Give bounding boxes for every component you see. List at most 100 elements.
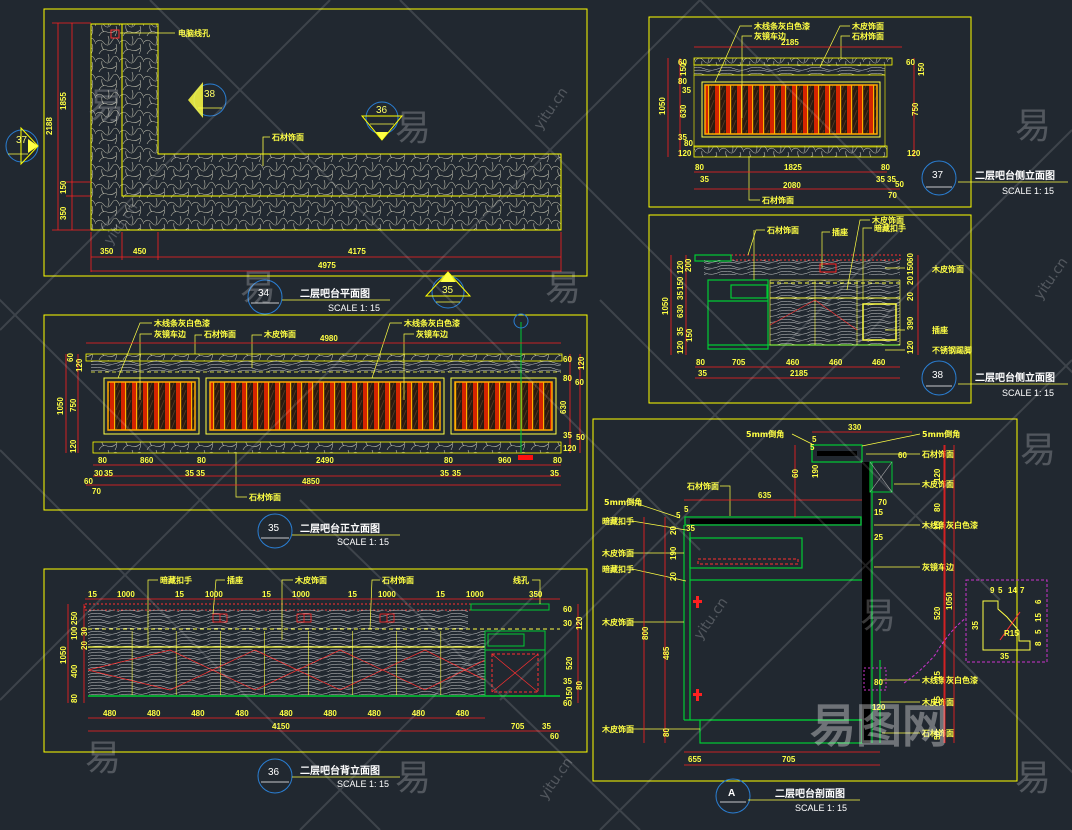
front-dim-r6: 50	[576, 433, 585, 442]
back-dim-top-6: 15	[348, 590, 357, 599]
section-dim-23: 1050	[945, 592, 954, 610]
front-elevation: 木线条灰白色漆 灰镜车边 石材饰面 木皮饰面 木线条灰白色漆 灰镜车边 石材饰面…	[43, 313, 588, 549]
back-dim-4150: 4150	[272, 722, 290, 731]
side37-scale: SCALE 1: 15	[1002, 186, 1054, 196]
back-dim-top-9: 1000	[466, 590, 484, 599]
marker-37[interactable]: 37	[5, 126, 39, 166]
side37-dim-2185: 2185	[781, 38, 799, 47]
back-dim-20: 20	[80, 641, 89, 650]
watermark-glyph-1: 易	[88, 86, 124, 127]
side38-label-4: 木皮饰面	[931, 264, 964, 274]
section-dim-29: 655	[688, 755, 702, 764]
front-dim-b2: 80	[197, 456, 206, 465]
side37-dim-r3: 120	[907, 149, 921, 158]
section-label-l2: 木皮饰面	[601, 548, 634, 558]
front-dim-c0: 30	[94, 469, 103, 478]
detail-dim-7: 5	[1034, 629, 1043, 634]
side37-dim-b2: 80	[881, 163, 890, 172]
side38-dim-b4: 460	[872, 358, 886, 367]
section-label-r0: 5mm倒角	[922, 429, 960, 439]
back-dim-100: 100	[70, 626, 79, 640]
back-dim-r3: 520	[565, 656, 574, 670]
plan-frame	[43, 8, 588, 277]
front-number: 35	[268, 523, 280, 534]
back-dim-r2: 120	[575, 616, 584, 630]
section-dim-18: 15	[874, 508, 883, 517]
plan-scale: SCALE 1: 15	[328, 303, 380, 313]
watermark-glyph-5: 易	[545, 268, 581, 309]
watermark-url-3: yitu.cn	[1031, 255, 1071, 303]
side38-dim-l6: 35	[676, 327, 685, 336]
front-frame	[43, 314, 588, 511]
section-label-l5: 木皮饰面	[601, 724, 634, 734]
side37-dim-b1: 1825	[784, 163, 802, 172]
plan-label-cable-hole: 电脑线孔	[178, 28, 210, 38]
watermark-glyph-6: 易	[1020, 430, 1056, 471]
back-dim-bottom-3: 480	[235, 709, 249, 718]
counter-top-plan	[90, 23, 562, 231]
back-dim-bottom-6: 480	[368, 709, 382, 718]
side38-title: 二层吧台侧立面图	[975, 371, 1055, 384]
section-label-r2: 木皮饰面	[921, 479, 954, 489]
section-dim-8: 20	[669, 526, 678, 535]
side37-frame	[648, 16, 972, 208]
section-dim-10: 190	[669, 546, 678, 560]
watermark-glyph-7: 易	[860, 596, 896, 637]
plan-number: 34	[258, 288, 270, 299]
back-dim-r7: 60	[563, 699, 572, 708]
back-dim-400: 400	[70, 664, 79, 678]
detail-dim-6: 15	[1034, 613, 1043, 622]
back-dim-bottom-0: 480	[103, 709, 117, 718]
side37-dim-l2: 150	[679, 62, 688, 76]
section-dim-11: 20	[669, 572, 678, 581]
plan-view: 电脑线孔 石材饰面 2188 1855 150 350 350 450 4175…	[5, 8, 588, 315]
marker-37-number: 37	[16, 135, 28, 146]
side37-dim-b0: 80	[695, 163, 704, 172]
front-dimension-lines	[65, 342, 581, 486]
front-top-stone	[85, 353, 563, 362]
back-dimension-lines	[67, 598, 579, 732]
front-dim-c5: 35	[452, 469, 461, 478]
section-scale: SCALE 1: 15	[795, 803, 847, 813]
back-dim-top-1: 1000	[117, 590, 135, 599]
side38-dim-b2: 460	[786, 358, 800, 367]
section-label-r5: 木线条灰白色漆	[921, 675, 978, 685]
side37-title: 二层吧台侧立面图	[975, 169, 1055, 182]
section-cabinet-outline	[683, 444, 881, 744]
section-label-l4: 木皮饰面	[601, 617, 634, 627]
side37-dim-l5: 630	[679, 104, 688, 118]
side37-label-2: 木皮饰面	[851, 21, 884, 31]
back-scale: SCALE 1: 15	[337, 779, 389, 789]
section-label-l3: 暗藏扣手	[602, 564, 634, 574]
detail-dim-9: R15	[1004, 629, 1019, 638]
front-dim-r3: 60	[575, 378, 584, 387]
side37-dim-l4: 35	[682, 86, 691, 95]
section-dim-3: 60	[791, 469, 800, 478]
front-label-2: 石材饰面	[203, 329, 236, 339]
section-label-r6: 木皮饰面	[921, 697, 954, 707]
side37-dimension-lines	[667, 46, 915, 190]
plan-dim-150: 150	[59, 180, 68, 194]
side37-dim-l6: 35	[678, 133, 687, 142]
section-dim-19: 80	[933, 503, 942, 512]
front-dim-c1: 35	[104, 469, 113, 478]
marker-35[interactable]: 35	[424, 271, 472, 309]
back-dim-r4: 35	[563, 677, 572, 686]
marker-38-number: 38	[204, 89, 216, 100]
side37-label-0: 木线条灰白色漆	[753, 21, 810, 31]
side38-dim-l3: 150	[676, 276, 685, 290]
section-dim-2: 5	[810, 443, 815, 452]
back-frame	[43, 568, 588, 753]
front-dim-r1: 120	[577, 356, 586, 370]
side37-dim-l1: 60	[678, 58, 687, 67]
front-dim-left-750: 750	[69, 398, 78, 412]
front-label-4: 木线条灰白色漆	[403, 318, 460, 328]
side37-label-3: 石材饰面	[851, 31, 884, 41]
marker-38[interactable]: 38	[188, 82, 227, 118]
back-dim-1050: 1050	[59, 646, 68, 664]
marker-36[interactable]: 36	[360, 101, 404, 141]
marker-36-number: 36	[376, 105, 388, 116]
back-label-0: 暗藏扣手	[160, 575, 192, 585]
back-dim-r1: 30	[563, 619, 572, 628]
